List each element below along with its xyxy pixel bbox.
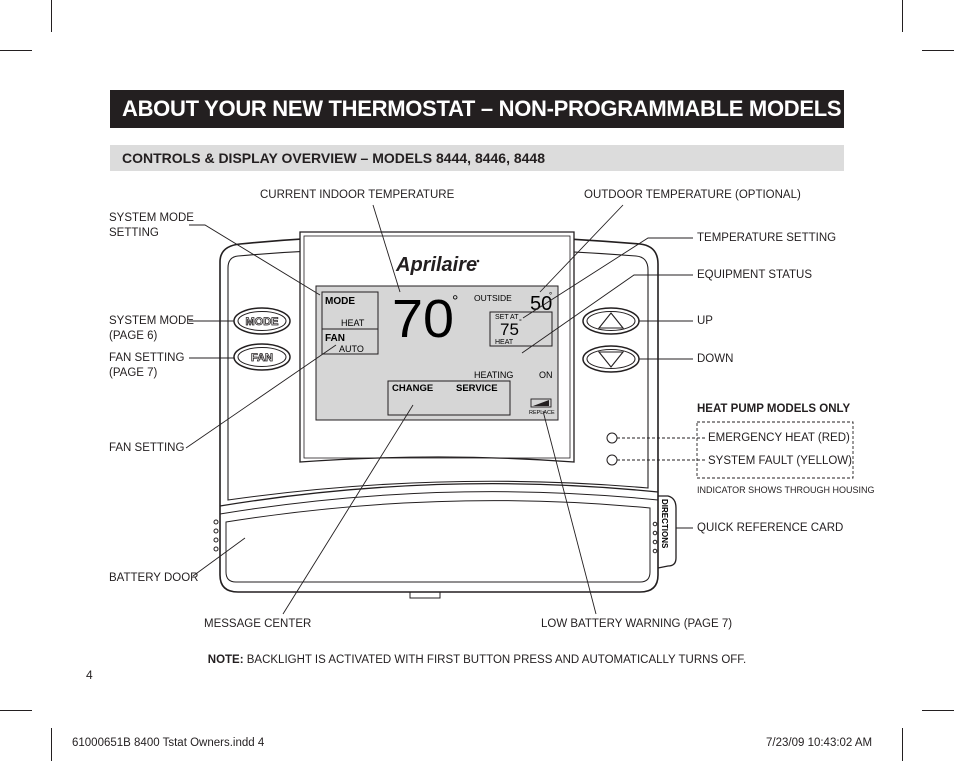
callout-quick-reference-card: QUICK REFERENCE CARD <box>697 522 844 534</box>
callout-temperature-setting: TEMPERATURE SETTING <box>697 232 837 244</box>
crop-mark <box>0 50 32 51</box>
lcd-screen <box>315 285 559 421</box>
crop-mark <box>922 710 954 711</box>
lcd-set-at-label: SET AT <box>495 314 519 321</box>
svg-text:°: ° <box>452 293 458 310</box>
callout-equipment-status: EQUIPMENT STATUS <box>697 269 813 281</box>
callout-indicator-note: INDICATOR SHOWS THROUGH HOUSING <box>697 485 875 495</box>
footer-timestamp: 7/23/09 10:43:02 AM <box>766 737 873 749</box>
message-service: SERVICE <box>456 383 498 394</box>
callout-low-battery-warning: LOW BATTERY WARNING (PAGE 7) <box>541 618 733 630</box>
callout-heat-pump-models-only: HEAT PUMP MODELS ONLY <box>697 403 851 415</box>
callout-fan-setting-display: FAN SETTING <box>109 442 185 454</box>
lcd-status-label: HEATING <box>474 370 513 380</box>
fan-button[interactable] <box>233 343 291 371</box>
svg-text:°: ° <box>519 318 522 326</box>
battery-replace-label: REPLACE <box>529 410 555 416</box>
section-subtitle: CONTROLS & DISPLAY OVERVIEW – MODELS 844… <box>122 150 546 166</box>
callout-message-center: MESSAGE CENTER <box>204 618 312 630</box>
callout-down: DOWN <box>697 353 734 365</box>
callout-emergency-heat: EMERGENCY HEAT (RED) <box>708 432 850 444</box>
directions-tab-label: DIRECTIONS <box>660 499 669 549</box>
mode-button-label: MODE <box>246 316 279 328</box>
lcd-indoor-temperature: 70 <box>392 289 454 349</box>
lcd-status-value: ON <box>539 370 553 380</box>
system-fault-indicator <box>606 454 618 466</box>
backlight-note: NOTE: BACKLIGHT IS ACTIVATED WITH FIRST … <box>207 654 747 666</box>
lcd-set-temperature: 75 <box>500 320 519 339</box>
battery-door <box>225 500 651 583</box>
crop-mark <box>902 0 903 32</box>
callout-system-mode-button: SYSTEM MODE (PAGE 6) <box>109 315 194 342</box>
svg-text:°: ° <box>549 291 552 300</box>
message-center-box <box>387 380 511 416</box>
up-arrow-icon <box>597 312 625 329</box>
lcd-mode-value: HEAT <box>341 318 365 328</box>
callout-fan-setting-button: FAN SETTING (PAGE 7) <box>109 352 185 379</box>
battery-icon <box>530 398 552 408</box>
lcd-outside-label: OUTSIDE <box>474 293 512 303</box>
fan-button-label: FAN <box>251 352 273 364</box>
callout-outdoor-temperature: OUTDOOR TEMPERATURE (OPTIONAL) <box>584 189 801 201</box>
lcd-mode-label: MODE <box>325 296 355 307</box>
crop-mark <box>51 0 52 32</box>
callout-current-indoor-temperature: CURRENT INDOOR TEMPERATURE <box>260 189 455 201</box>
callout-battery-door: BATTERY DOOR <box>109 572 199 584</box>
page-number: 4 <box>86 668 93 682</box>
crop-mark <box>902 728 903 761</box>
lcd-set-mode: HEAT <box>495 339 514 346</box>
down-arrow-icon <box>597 351 625 368</box>
heat-pump-callout-box <box>696 421 854 479</box>
callout-up: UP <box>697 315 713 327</box>
lcd-fan-label: FAN <box>325 333 345 344</box>
callout-system-fault: SYSTEM FAULT (YELLOW) <box>708 455 852 467</box>
footer-file-info: 61000651B 8400 Tstat Owners.indd 4 <box>72 737 265 749</box>
crop-mark <box>0 710 32 711</box>
emergency-heat-indicator <box>606 432 618 444</box>
message-change: CHANGE <box>392 383 433 394</box>
lcd-fan-value: AUTO <box>339 344 364 354</box>
callout-system-mode-setting: SYSTEM MODE SETTING <box>109 212 194 239</box>
title-banner: ABOUT YOUR NEW THERMOSTAT – NON-PROGRAMM… <box>110 90 844 128</box>
crop-mark <box>922 50 954 51</box>
brand-logo: Aprilaire <box>395 254 477 276</box>
page-title: ABOUT YOUR NEW THERMOSTAT – NON-PROGRAMM… <box>122 96 842 121</box>
crop-mark <box>51 728 52 761</box>
subtitle-banner: CONTROLS & DISPLAY OVERVIEW – MODELS 844… <box>110 145 844 171</box>
